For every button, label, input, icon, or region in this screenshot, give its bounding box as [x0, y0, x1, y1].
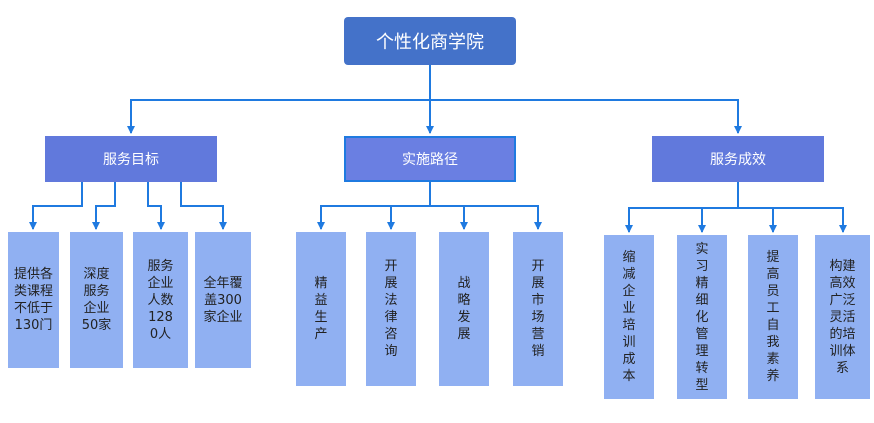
- leaf-label: 提供各类课程不低于130门: [13, 267, 53, 333]
- branch-node-service-goals[interactable]: 服务目标: [45, 136, 217, 182]
- branch-node-service-results[interactable]: 服务成效: [652, 136, 824, 182]
- root-to-branch-connector: [430, 99, 742, 134]
- branch-node-implementation-path[interactable]: 实施路径: [344, 136, 516, 182]
- leaf-node[interactable]: 全年覆盖300家企业: [195, 232, 251, 368]
- leaf-label: 开展市场营销: [531, 259, 545, 359]
- branch-to-leaf-connector: [738, 207, 847, 233]
- leaf-node[interactable]: 服务企业人数1280人: [133, 232, 188, 368]
- root-node[interactable]: 个性化商学院: [344, 17, 516, 65]
- leaf-label: 构建高效广泛灵活的培训体系: [829, 258, 856, 376]
- root-to-branch-connector: [127, 99, 430, 134]
- leaf-node[interactable]: 开展法律咨询: [366, 232, 416, 386]
- branch-to-leaf-connector: [29, 182, 83, 230]
- leaf-node[interactable]: 提高员工自我素养: [748, 235, 798, 399]
- leaf-label: 精益生产: [314, 276, 328, 342]
- leaf-label: 开展法律咨询: [384, 259, 398, 359]
- leaf-node[interactable]: 开展市场营销: [513, 232, 563, 386]
- leaf-label: 服务企业人数1280人: [147, 258, 174, 342]
- leaf-node[interactable]: 提供各类课程不低于130门: [8, 232, 59, 368]
- branch-to-leaf-connector: [430, 205, 542, 230]
- leaf-node[interactable]: 战略发展: [439, 232, 489, 386]
- leaf-node[interactable]: 深度服务企业50家: [70, 232, 123, 368]
- branch-to-leaf-connector: [628, 182, 739, 232]
- branch-label: 服务目标: [103, 152, 159, 168]
- branch-to-leaf-connector: [180, 182, 227, 230]
- leaf-node[interactable]: 缩减企业培训成本: [604, 235, 654, 399]
- root-label: 个性化商学院: [376, 32, 484, 53]
- branch-to-leaf-connector: [320, 182, 431, 229]
- branch-label: 实施路径: [402, 152, 458, 168]
- branch-to-leaf-connector: [147, 182, 165, 230]
- leaf-label: 深度服务企业50家: [81, 267, 112, 333]
- leaf-node[interactable]: 实习精细化管理转型: [677, 235, 727, 399]
- leaf-node[interactable]: 精益生产: [296, 232, 346, 386]
- leaf-label: 战略发展: [457, 276, 471, 342]
- branch-to-leaf-connector: [92, 182, 116, 230]
- leaf-label: 缩减企业培训成本: [622, 250, 636, 384]
- leaf-label: 实习精细化管理转型: [695, 241, 709, 393]
- leaf-label: 全年覆盖300家企业: [203, 275, 243, 325]
- leaf-node[interactable]: 构建高效广泛灵活的培训体系: [815, 235, 870, 399]
- leaf-label: 提高员工自我素养: [766, 250, 780, 384]
- branch-label: 服务成效: [710, 152, 766, 168]
